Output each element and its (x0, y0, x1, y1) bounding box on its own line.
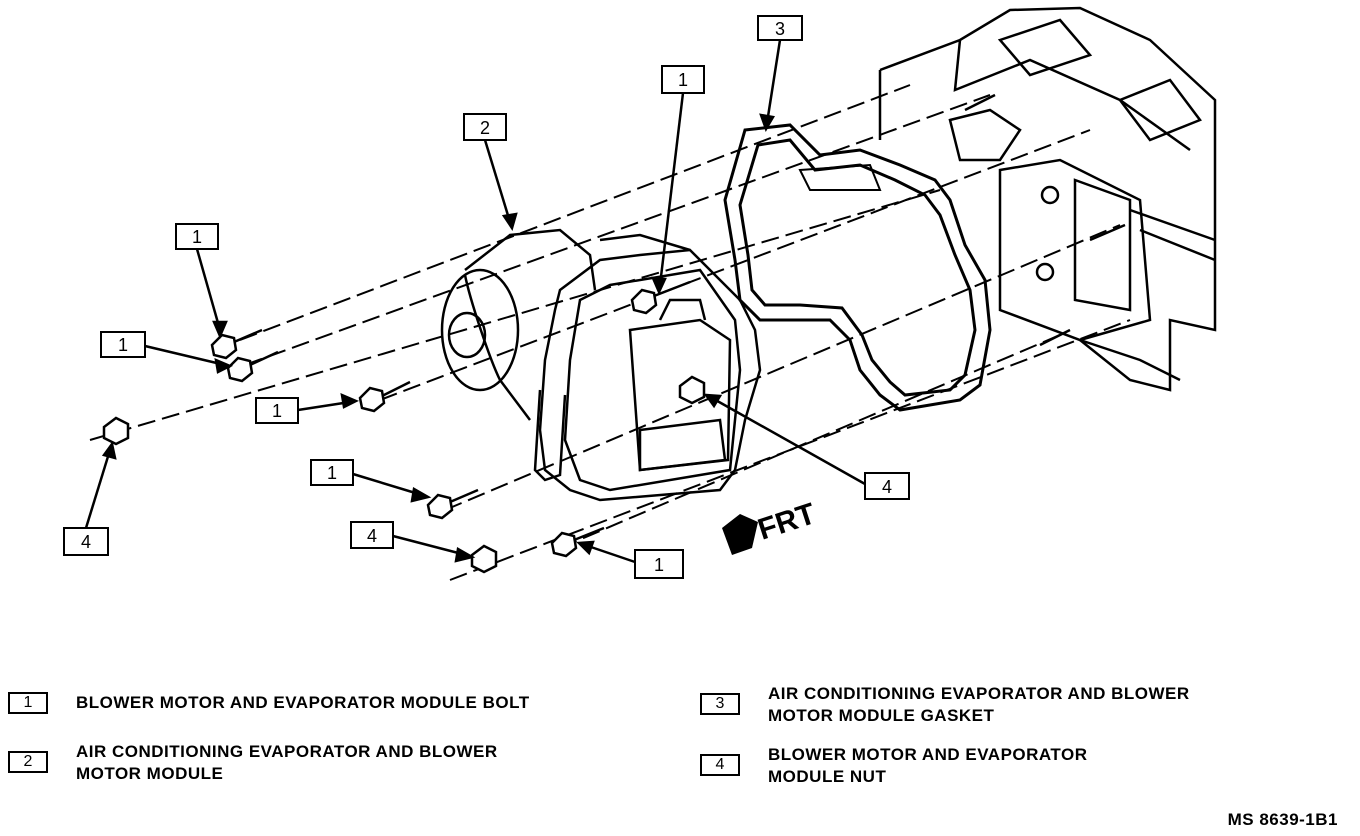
svg-text:4: 4 (882, 477, 892, 497)
bolt-bottom (550, 526, 605, 558)
figure-code: MS 8639-1B1 (1227, 810, 1338, 829)
frt-label: FRT (754, 497, 820, 546)
callout-4-bottom: 4 (350, 521, 394, 549)
legend-item-3: 3 AIR CONDITIONING EVAPORATOR AND BLOWER… (700, 683, 1190, 727)
svg-text:4: 4 (81, 532, 91, 552)
bolt-top-center (630, 280, 691, 315)
callout-4-right: 4 (864, 472, 910, 500)
legend-label: BLOWER MOTOR AND EVAPORATOR MODULE NUT (768, 745, 1088, 786)
svg-text:1: 1 (192, 227, 202, 247)
leader-lines (84, 39, 866, 564)
bolt-lower-left (426, 488, 479, 520)
callout-1-top: 1 (661, 65, 705, 94)
legend-label: BLOWER MOTOR AND EVAPORATOR MODULE BOLT (76, 693, 530, 712)
callout-1-upper-left: 1 (175, 223, 219, 250)
callout-1-left: 1 (100, 331, 146, 358)
exploded-view-diagram: FRT 1 1 1 1 1 1 2 3 4 4 4 (63, 6, 1217, 581)
nut-module (678, 375, 706, 405)
callout-4-left: 4 (63, 527, 109, 556)
bolt-center-left (358, 380, 411, 413)
legend-number-box: 1 (8, 692, 48, 714)
nut-bottom (470, 544, 498, 574)
svg-text:3: 3 (775, 19, 785, 39)
svg-text:1: 1 (678, 70, 688, 90)
callout-1-bottom: 1 (634, 549, 684, 579)
legend-number-box: 4 (700, 754, 740, 776)
legend-item-4: 4 BLOWER MOTOR AND EVAPORATOR MODULE NUT (700, 744, 1088, 788)
module-gasket (723, 123, 992, 412)
svg-text:1: 1 (272, 401, 282, 421)
callout-3: 3 (757, 15, 803, 41)
legend-item-1: 1 BLOWER MOTOR AND EVAPORATOR MODULE BOL… (8, 692, 530, 714)
front-direction-indicator: FRT (722, 497, 820, 555)
legend-item-2: 2 AIR CONDITIONING EVAPORATOR AND BLOWER… (8, 741, 498, 785)
callout-1-lower-left: 1 (310, 459, 354, 486)
fasteners (102, 93, 1126, 574)
callout-labels: 1 1 1 1 1 1 2 3 4 4 4 (63, 15, 910, 579)
svg-text:1: 1 (654, 555, 664, 575)
front-arrow-icon (722, 514, 758, 555)
blower-evaporator-module (440, 228, 762, 502)
callout-2: 2 (463, 113, 507, 141)
bolt-middle-left (226, 350, 279, 383)
legend-label: AIR CONDITIONING EVAPORATOR AND BLOWER M… (76, 742, 498, 783)
nut-far-left (102, 416, 130, 446)
svg-text:4: 4 (367, 526, 377, 546)
svg-text:2: 2 (480, 118, 490, 138)
callout-1-center-left: 1 (255, 397, 299, 424)
alignment-lines (89, 84, 1131, 581)
svg-text:1: 1 (327, 463, 337, 483)
studs (964, 93, 1126, 347)
legend-number-box: 2 (8, 751, 48, 773)
legend-number-box: 3 (700, 693, 740, 715)
svg-text:1: 1 (118, 335, 128, 355)
bolt-upper-left (210, 328, 263, 360)
vehicle-firewall-drawing (878, 6, 1217, 392)
legend-label: AIR CONDITIONING EVAPORATOR AND BLOWER M… (768, 684, 1190, 725)
